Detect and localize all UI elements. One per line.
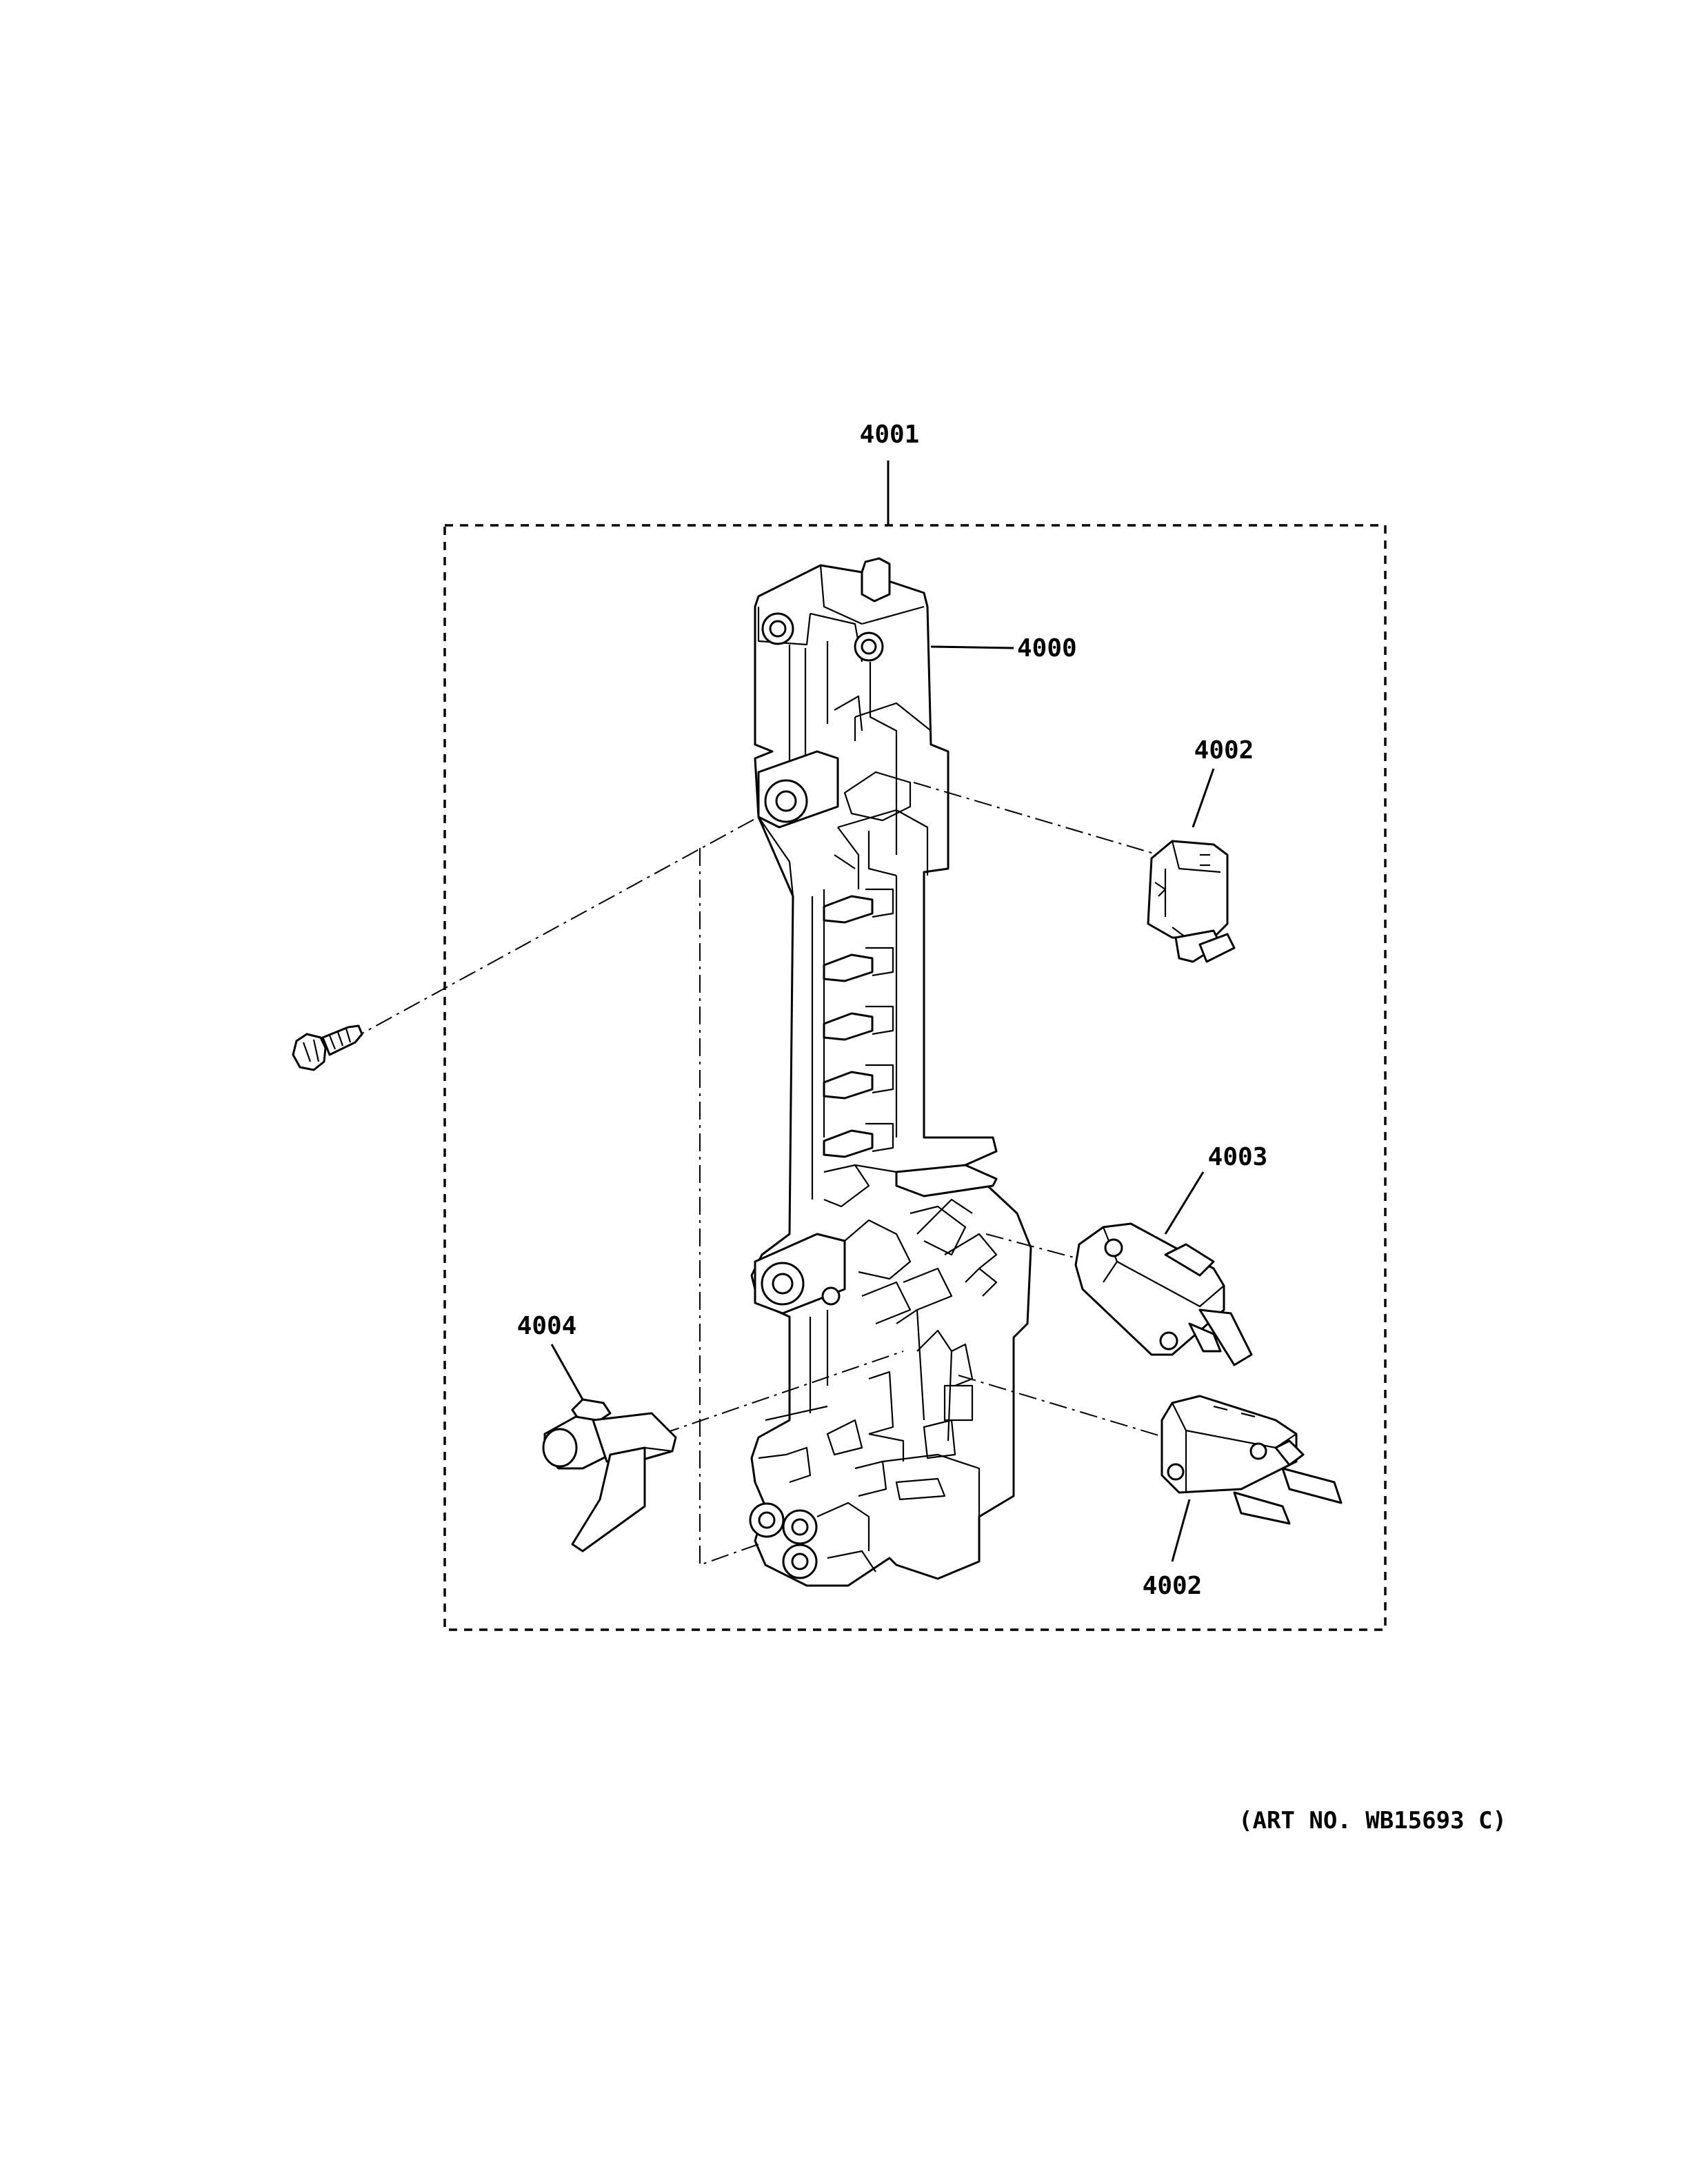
leader-4000 [930, 645, 1014, 649]
switch-bottom-hole-2 [1249, 1442, 1267, 1460]
assembly-boundary-box [443, 524, 1387, 1631]
pin-hole-lower [821, 1286, 841, 1306]
leader-4004 [550, 1344, 584, 1400]
mounting-screw [292, 1024, 363, 1071]
callout-4002-bottom: 4002 [1143, 1572, 1203, 1600]
leader-4002-bottom [1171, 1499, 1191, 1562]
callout-4004: 4004 [517, 1312, 577, 1340]
alignment-line-left-vertical [699, 848, 759, 1566]
switch-bottom-hole-1 [1167, 1463, 1185, 1481]
switch-mid-hole-2 [1159, 1331, 1178, 1351]
alignment-line-bottom-switch [958, 1375, 1166, 1438]
alignment-line-mid-switch [985, 1233, 1090, 1262]
switch-mid-hole-1 [1104, 1238, 1123, 1257]
rack-teeth [823, 888, 894, 1158]
callout-4003: 4003 [1208, 1143, 1268, 1171]
callout-4002-top: 4002 [1194, 736, 1254, 765]
leader-4002-top [1192, 768, 1215, 828]
art-number: (ART NO. WB15693 C) [1238, 1807, 1507, 1834]
door-latch-bracket [749, 557, 1032, 1587]
micro-switch-middle [1074, 1222, 1253, 1366]
alignment-line-screw [348, 816, 759, 1042]
door-latch-lever [542, 1398, 677, 1553]
alignment-line-latch [661, 1351, 904, 1435]
callout-4000: 4000 [1017, 634, 1077, 663]
alignment-line-top-switch [913, 782, 1159, 856]
leader-4003 [1164, 1171, 1205, 1235]
micro-switch-bottom [1160, 1395, 1343, 1525]
micro-switch-top [1147, 840, 1236, 963]
callout-4001: 4001 [860, 421, 920, 449]
